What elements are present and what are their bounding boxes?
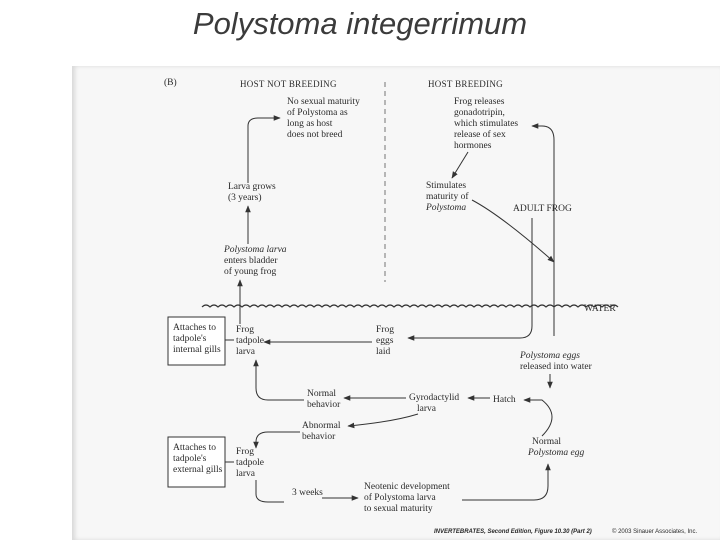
connector-arrows bbox=[225, 115, 555, 503]
diagram-figure: (B) HOST NOT BREEDING HOST BREEDING WATE… bbox=[72, 66, 720, 540]
header-host-not-breeding: HOST NOT BREEDING bbox=[240, 79, 337, 89]
arrow-abnormal-to-tadpole2 bbox=[253, 431, 300, 449]
panel-label: (B) bbox=[164, 77, 177, 88]
arrow-gyro-to-abnormal bbox=[347, 413, 419, 429]
box-attaches-external bbox=[167, 436, 226, 488]
node-polystoma-larva-enters: Polystoma larva enters bladder of young … bbox=[223, 245, 289, 277]
water-label: WATER bbox=[584, 304, 616, 314]
node-stimulates-maturity: Stimulates maturity of Polystoma bbox=[425, 181, 471, 213]
node-hatch: Hatch bbox=[493, 395, 516, 405]
node-attaches-external: Attaches to tadpole's external gills bbox=[173, 443, 223, 475]
node-three-weeks: 3 weeks bbox=[292, 488, 323, 498]
credit-copyright: © 2003 Sinauer Associates, Inc. bbox=[612, 528, 697, 535]
arrow-adult-to-releases bbox=[531, 123, 555, 336]
arrow-frog-to-eggs-laid bbox=[407, 218, 533, 341]
node-normal-behavior: Normal behavior bbox=[307, 389, 341, 410]
node-adult-frog: ADULT FROG bbox=[513, 204, 572, 214]
arrow-stimulates-to-eggs bbox=[471, 199, 555, 263]
life-cycle-diagram: (B) HOST NOT BREEDING HOST BREEDING WATE… bbox=[164, 77, 697, 535]
node-frog-tadpole-larva-2: Frog tadpole larva bbox=[236, 447, 266, 479]
node-attaches-internal: Attaches to tadpole's internal gills bbox=[173, 323, 221, 355]
node-frog-eggs-laid: Frog eggs laid bbox=[376, 325, 396, 357]
node-gyrodactylid-larva: Gyrodactylid larva bbox=[409, 393, 462, 414]
node-abnormal-behavior: Abnormal behavior bbox=[302, 421, 343, 442]
arrow-egg-to-hatch bbox=[523, 397, 553, 437]
arrow-releases-to-stimulates bbox=[451, 151, 469, 179]
arrow-tadpole2-to-weeks bbox=[255, 480, 284, 503]
page-title: Polystoma integerrimum bbox=[192, 6, 528, 41]
node-neotenic-development: Neotenic development of Polystoma larva … bbox=[364, 482, 452, 514]
arrow-normal-to-tadpole bbox=[253, 359, 304, 401]
arrow-larva-to-no-maturity bbox=[247, 115, 281, 183]
node-frog-tadpole-larva-1: Frog tadpole larva bbox=[236, 325, 266, 357]
node-polystoma-eggs-released: Polystoma eggs released into water bbox=[519, 351, 593, 372]
node-larva-grows: Larva grows (3 years) bbox=[228, 182, 278, 203]
credit-source: INVERTEBRATES, Second Edition, Figure 10… bbox=[434, 529, 592, 535]
arrow-neotenic-to-egg bbox=[462, 463, 551, 501]
node-normal-polystoma-egg: Normal Polystoma egg bbox=[527, 437, 584, 458]
water-line bbox=[201, 304, 619, 308]
header-host-breeding: HOST BREEDING bbox=[428, 79, 503, 89]
node-no-sexual-maturity: No sexual maturity of Polystoma as long … bbox=[287, 97, 362, 140]
node-frog-releases: Frog releases gonadotripin, which stimul… bbox=[454, 97, 521, 151]
box-attaches-internal bbox=[167, 316, 226, 366]
